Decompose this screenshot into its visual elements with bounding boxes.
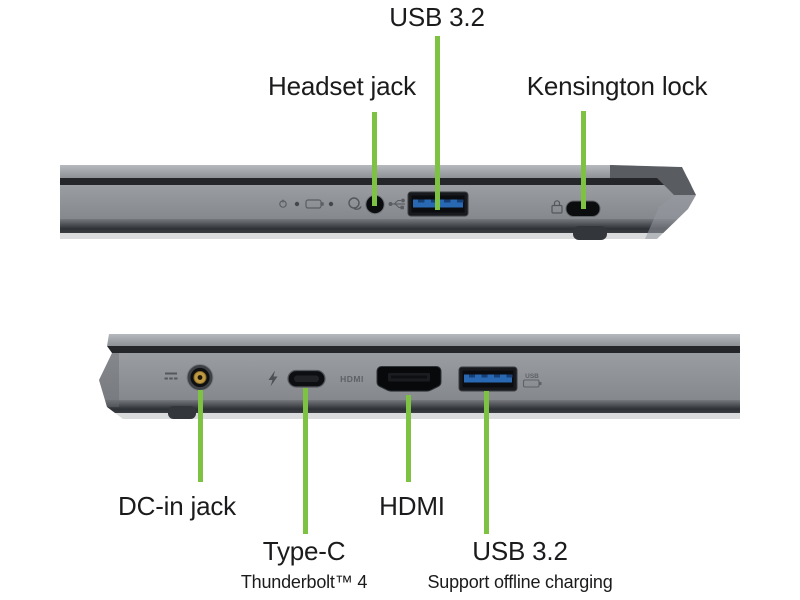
hdmi-engraving: HDMI — [340, 374, 364, 384]
label-dc-in-jack: DC-in jack — [118, 491, 236, 521]
callout-line-hdmi — [406, 395, 411, 482]
label-usb-bottom: USB 3.2 — [472, 536, 568, 566]
power-led — [294, 201, 300, 207]
callout-line-usb-bottom — [484, 391, 489, 534]
battery-led — [328, 201, 334, 207]
rubber-foot — [573, 226, 607, 240]
label-kensington-lock: Kensington lock — [526, 71, 708, 101]
label-support-offline-charging: Support offline charging — [427, 572, 613, 592]
hinge — [610, 165, 696, 195]
headset-icon — [348, 197, 362, 210]
callout-line-dc-in — [198, 390, 203, 482]
label-hdmi: HDMI — [379, 491, 445, 521]
usb-icon — [388, 198, 405, 210]
callout-line-usb-top — [435, 36, 440, 210]
label-usb-top: USB 3.2 — [389, 2, 485, 32]
power-indicator-icon — [279, 199, 287, 208]
callout-line-headset — [372, 112, 377, 206]
kensington-lock-icon — [551, 200, 563, 214]
label-thunderbolt-4: Thunderbolt™ 4 — [240, 572, 368, 592]
thunderbolt-icon — [268, 370, 278, 387]
callout-line-kensington — [581, 111, 586, 209]
laptop-left-side-view: HDMI USB — [99, 334, 740, 419]
usb-offline-charging-icon: USB — [522, 373, 542, 388]
usb-c-port — [287, 369, 326, 388]
chassis-left-side — [99, 334, 740, 419]
dc-in-jack-port — [186, 364, 214, 391]
dc-in-icon — [164, 372, 178, 380]
label-headset-jack: Headset jack — [268, 71, 416, 101]
hdmi-port — [376, 366, 442, 392]
rubber-foot — [168, 406, 196, 419]
usb-a-port-left — [458, 366, 518, 392]
laptop-right-side-view — [60, 165, 696, 240]
callout-line-type-c — [303, 388, 308, 534]
svg-text:USB: USB — [525, 373, 539, 380]
battery-indicator-icon — [305, 199, 324, 209]
label-type-c: Type-C — [262, 536, 346, 566]
